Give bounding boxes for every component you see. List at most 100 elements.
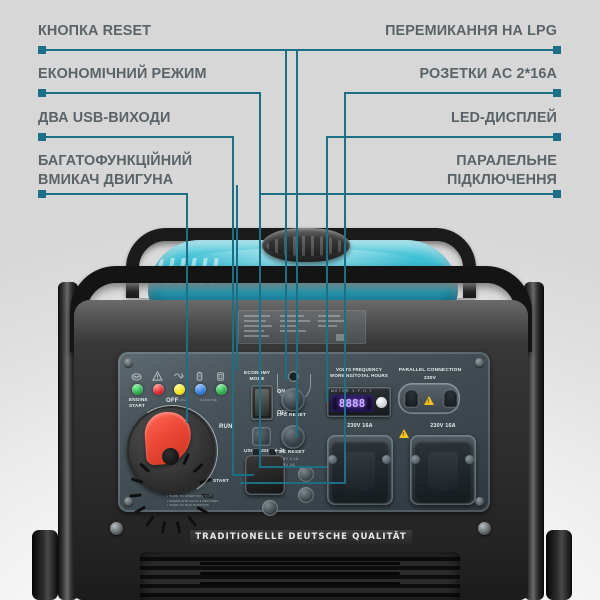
engine-switch-hub [162, 448, 179, 465]
lpg-gas-icon [288, 371, 299, 382]
led-display-screen: 8888 [331, 395, 373, 412]
economy-mode-off-label: OFF [277, 410, 289, 416]
fuel-cap [262, 228, 350, 262]
callout-marker-reset-button [38, 46, 46, 54]
output-power-icon [173, 369, 184, 381]
callout-marker-led-display [553, 133, 561, 141]
gasoline-led-sublabel: GASOLINE [200, 398, 217, 402]
ac-socket-2-face [428, 452, 458, 490]
indicator-symbol-row [131, 369, 235, 382]
callout-line-engine-switch [46, 193, 186, 195]
warning-triangle-icon [424, 396, 434, 405]
callout-label-reset-button: КНОПКА RESET [38, 23, 152, 39]
meter-shift-button[interactable] [376, 397, 387, 408]
vent-grille [140, 552, 460, 600]
parallel-socket-right[interactable] [443, 389, 458, 408]
callout-marker-usb-outputs [38, 133, 46, 141]
callout-label-ac-sockets: РОЗЕТКИ AC 2*16A [419, 66, 557, 82]
callout-line-reset-button [46, 49, 297, 51]
callout-line-parallel-connection [259, 193, 261, 468]
lpg-reset-label: LPG RESET [277, 413, 306, 418]
dc-terminal[interactable] [298, 466, 314, 482]
ac-socket-1-hinge [382, 455, 391, 464]
overload-led [153, 384, 164, 395]
frame-leg-left [58, 282, 78, 600]
callout-line-led-display [327, 136, 554, 138]
callout-label-engine-switch: БАГАТОФУНКЦІЙНИЙ ВМИКАЧ ДВИГУНА [38, 153, 193, 189]
lpg-led-sublabel: LPG [179, 398, 186, 402]
body-bolt [110, 522, 123, 535]
overload-warning-icon [152, 369, 163, 381]
usb-icon [273, 446, 286, 457]
panel-connector[interactable] [262, 500, 278, 516]
indicator-led-row [132, 384, 232, 396]
usb-port-cover-tab [252, 448, 261, 460]
meter-brand-label: METER V.F.H.T [331, 389, 373, 393]
ac-socket-2-hinge [465, 455, 474, 464]
callout-line-ac-sockets [345, 92, 554, 94]
wheel-left [32, 530, 58, 600]
callout-line-usb-outputs [232, 136, 234, 476]
gasoline-led [216, 384, 227, 395]
usb-rating-2: 5V 1A [283, 462, 295, 467]
callout-line-lpg-switch [285, 49, 287, 380]
ac-socket-1-hinge [328, 455, 337, 464]
ac-socket-1-label: 230V 16A [347, 423, 373, 429]
callout-trace-line [236, 185, 238, 370]
lpg-reset-button[interactable] [281, 388, 305, 412]
economy-mode-switch[interactable] [251, 385, 273, 420]
gasoline-can-icon [215, 369, 226, 381]
callout-label-usb-outputs: ДВА USB-ВИХОДИ [38, 110, 171, 126]
panel-screw [124, 497, 133, 506]
engine-position-off: OFF [166, 398, 179, 404]
economy-mode-label: ECONOMY MODE [244, 371, 271, 382]
callout-label-lpg-switch: ПЕРЕМИКАННЯ НА LPG [385, 23, 557, 39]
callout-label-led-display: LED-ДИСПЛЕЙ [450, 110, 557, 126]
ac-socket-1-face [345, 452, 375, 490]
callout-line-engine-switch [186, 193, 188, 423]
engine-start-label: ENGINE START [129, 397, 148, 408]
ac-socket-2-label: 230V 16A [430, 423, 456, 429]
parallel-connection-label: PARALLEL CONNECTION [398, 368, 462, 373]
callout-line-parallel-connection [260, 193, 554, 195]
frame-leg-right [524, 282, 544, 600]
callout-label-parallel-connection: ПАРАЛЕЛЬНЕ ПІДКЛЮЧЕННЯ [446, 153, 557, 189]
callout-line-usb-outputs [232, 474, 254, 476]
ac-reset-label: AC RESET [279, 450, 305, 455]
callout-marker-parallel-connection [553, 190, 561, 198]
oil-alert-led [132, 384, 143, 395]
callout-line-reset-button [296, 49, 298, 437]
callout-line-economy-mode [46, 92, 261, 94]
oil-alert-icon [131, 369, 142, 381]
ground-terminal[interactable] [298, 487, 314, 503]
lpg-cylinder-icon [194, 369, 205, 381]
lpg-led [195, 384, 206, 395]
ac-reset-button[interactable] [281, 425, 305, 449]
led-display-value: 8888 [338, 397, 366, 410]
usb-fuse[interactable] [252, 427, 271, 446]
callout-marker-lpg-switch [553, 46, 561, 54]
wheel-right [546, 530, 572, 600]
callout-marker-ac-sockets [553, 89, 561, 97]
callout-line-ac-sockets [344, 92, 346, 484]
brand-strip-text: TRADITIONELLE DEUTSCHE QUALITÄT [195, 532, 407, 542]
output-led [174, 384, 185, 395]
engine-position-run: RUN [219, 424, 233, 430]
panel-screw [475, 358, 484, 367]
usb-port-cover-tab [268, 448, 277, 460]
callout-line-led-display [326, 136, 328, 402]
callout-marker-economy-mode [38, 89, 46, 97]
parallel-voltage-label: 230V [423, 376, 436, 381]
ac-socket-2-hinge [411, 455, 420, 464]
panel-screw [475, 497, 484, 506]
panel-screw [124, 358, 133, 367]
parallel-socket-left[interactable] [404, 389, 419, 408]
body-bolt [478, 522, 491, 535]
meter-title: VOLTS FREQUENCY WORKING/TOTAL HOURS [330, 367, 388, 378]
engine-switch-instructions: ▪ TURN TO START POSITION▪ PRESS AND HOLD… [167, 494, 219, 507]
callout-label-economy-mode: ЕКОНОМІЧНИЙ РЕЖИМ [38, 66, 207, 82]
callout-line-usb-outputs [46, 136, 234, 138]
